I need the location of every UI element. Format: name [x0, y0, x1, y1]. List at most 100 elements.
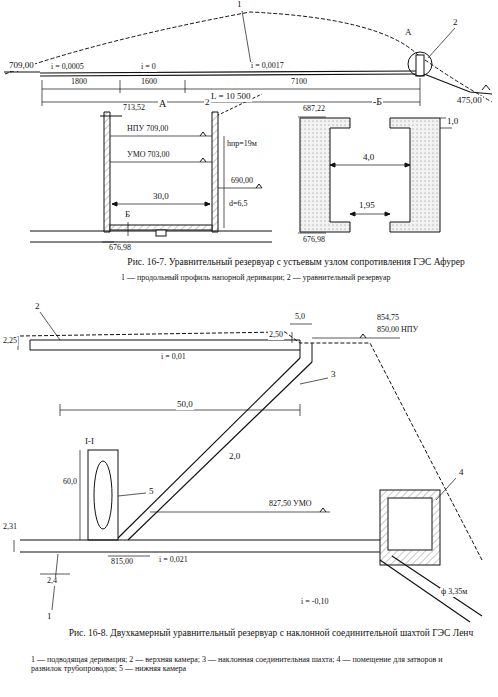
callout-number: 3: [330, 370, 337, 380]
drawing-stroke: [110, 225, 212, 230]
drawing-stroke: [256, 184, 262, 188]
drawing-stroke: [166, 230, 272, 231]
drawing-stroke: [5, 12, 492, 102]
level-mark: 690,00: [230, 177, 254, 186]
drawing-stroke: [20, 332, 482, 560]
drawing-stroke: [185, 80, 186, 93]
drawing-stroke: [300, 340, 301, 358]
dimension-label: 60,0: [62, 478, 78, 487]
dimension-label: 30,0: [152, 192, 170, 202]
drawing-stroke: [440, 128, 452, 129]
level-mark: 709,00: [8, 61, 35, 71]
drawing-stroke: [40, 574, 70, 575]
level-mark: УМО 703,00: [126, 151, 171, 160]
drawing-stroke: [312, 338, 400, 339]
callout-number: 2: [34, 302, 41, 312]
drawing-stroke: [436, 478, 456, 500]
detail-mark: А: [404, 28, 413, 38]
drawing-stroke: [300, 118, 350, 232]
slope-label: i = 0,01: [160, 353, 187, 362]
section-title: I-I: [84, 437, 95, 447]
detail-title: А: [158, 98, 167, 109]
drawing-stroke: [428, 28, 455, 58]
drawing-stroke: [4, 11, 492, 622]
level-mark: 850,00 НПУ: [376, 326, 419, 335]
level-mark: 687,22: [302, 105, 326, 114]
drawing-stroke: [30, 349, 300, 350]
slope-label: i = 0,021: [158, 556, 189, 565]
figure-caption: Рис. 16-7. Уравнительный резервуар с уст…: [100, 257, 492, 267]
level-mark: 475,00: [456, 96, 483, 106]
dimension-label: 2,0: [228, 452, 241, 462]
drawing-stroke: [290, 324, 312, 325]
drawing-stroke: [60, 404, 61, 416]
drawing-stroke: [40, 74, 416, 76]
drawing-stroke: [20, 551, 380, 552]
level-mark: 854,75: [376, 314, 400, 323]
drawing-stroke: [224, 136, 225, 228]
drawing-stroke: [30, 340, 31, 350]
level-mark: 827,50 УМО: [268, 500, 313, 509]
drawing-stroke: [104, 112, 110, 232]
dimension-label: 2,31: [2, 523, 18, 532]
drawing-stroke: [116, 358, 300, 540]
figure-legend: 1 — подводящая деривация; 2 — верхняя ка…: [30, 656, 472, 674]
dimension-label: 1,95: [358, 201, 376, 211]
drawing-stroke: [408, 52, 432, 76]
level-mark: НПУ 709,00: [126, 125, 169, 134]
drawing-stroke: [100, 116, 122, 117]
drawing-stroke: [380, 490, 440, 565]
drawing-stroke: [88, 450, 118, 540]
drawing-stroke: [108, 556, 150, 557]
dimension-label: 2,50: [268, 331, 284, 340]
callout-number: 2: [204, 98, 211, 108]
callout-number: 4: [458, 468, 465, 478]
drawing-stroke: [350, 212, 390, 216]
dimension-label: L = 10 500: [210, 92, 252, 102]
drawing-stroke: [20, 539, 380, 540]
dimension-label: 4,0: [362, 153, 375, 163]
drawing-stroke: [300, 404, 301, 416]
drawing-stroke: [94, 461, 112, 529]
dimension-label: 50,0: [176, 400, 194, 410]
dimension-label: 2,4: [46, 577, 58, 586]
callout-number: 5: [148, 487, 155, 497]
drawing-stroke: [102, 242, 114, 243]
drawing-stroke: [298, 233, 326, 234]
drawing-stroke: [120, 80, 121, 93]
drawing-stroke: [424, 74, 492, 94]
drawing-stroke: [40, 312, 60, 340]
slope-label: i = 0,0005: [50, 63, 85, 72]
level-mark: 676,98: [108, 244, 132, 253]
level-mark: 713,52: [122, 104, 146, 113]
drawing-stroke: [312, 343, 313, 362]
drawing-stroke: [112, 204, 210, 205]
callout-number: 2: [452, 18, 459, 28]
dimension-label: 1800: [70, 78, 88, 87]
drawing-stroke: [4, 72, 40, 73]
slope-label: i = -0,10: [300, 598, 329, 607]
slope-label: i = 0: [140, 63, 157, 72]
drawing-stroke: [80, 450, 81, 540]
drawing-stroke: [110, 136, 212, 137]
drawing-stroke: [212, 112, 218, 232]
two-chamber-surge-tank: [14, 312, 482, 622]
drawing-stroke: [360, 334, 366, 338]
drawing-stroke: [110, 162, 212, 163]
drawing-stroke: [390, 118, 440, 232]
drawing-stroke: [150, 512, 330, 513]
drawing-stroke: [300, 378, 328, 384]
longitudinal-profile: [4, 11, 492, 106]
drawing-stroke: [40, 71, 416, 73]
orifice-section: [298, 117, 452, 233]
slope-label: i = 0,0017: [250, 62, 285, 71]
drawing-stroke: [128, 222, 129, 236]
drawing-stroke: [350, 214, 390, 215]
drawing-stroke: [292, 332, 293, 343]
drawing-stroke: [330, 165, 410, 166]
dimension-label: 5,0: [294, 313, 306, 322]
figure-caption: Рис. 16-8. Двухкамерный уравнительный ре…: [60, 628, 482, 638]
section-title: -Б: [372, 96, 383, 107]
drawing-stroke: [320, 508, 326, 512]
